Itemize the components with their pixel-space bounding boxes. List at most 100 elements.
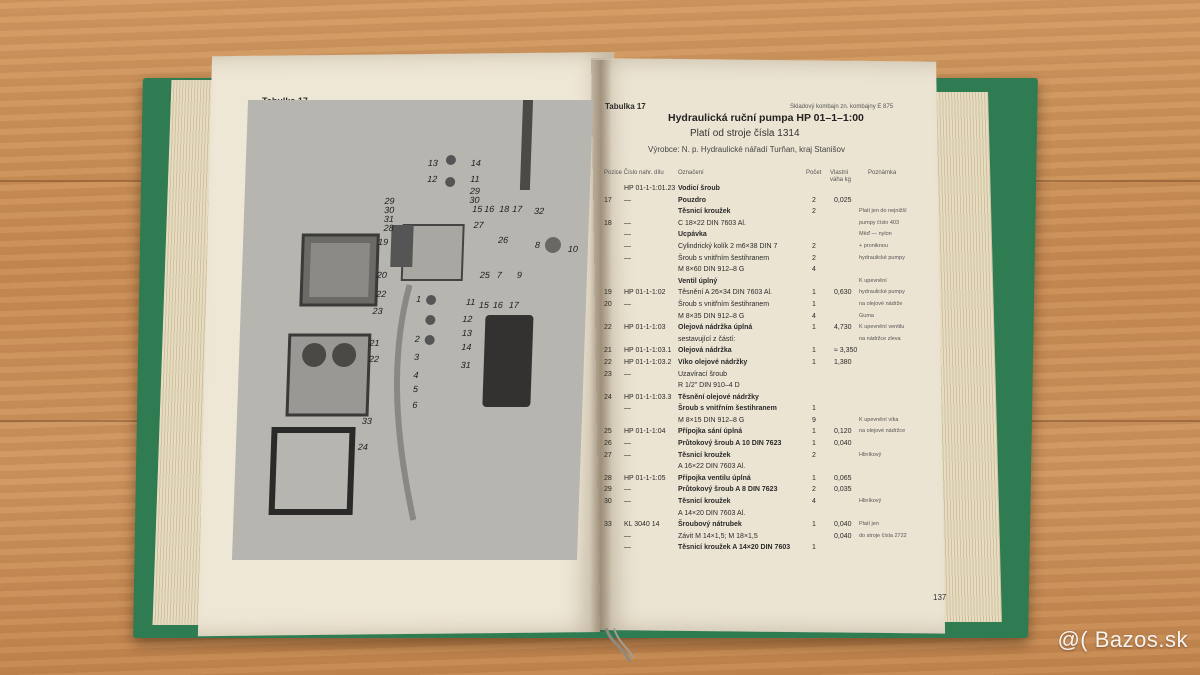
cell-code: — [624,498,631,506]
callout: 13 [428,158,438,168]
cell-code: — [624,370,631,378]
callout: 26 [497,235,508,245]
cell-w: 0,120 [834,428,852,436]
header-designation: Označení [678,170,704,176]
cell-note: Hliníkový [859,451,882,458]
cell-name: A 16×22 DIN 7603 Al. [678,463,746,471]
cell-name: Olejová nádržka [678,347,732,355]
callout: 23 [371,306,382,316]
cell-code: — [624,300,631,308]
cell-name: Těsnění A 26×34 DIN 7603 Al. [678,289,772,297]
cell-name: Šroub s vnitřním šestihranem [678,254,770,262]
cell-note: Měď — nylon [859,231,892,238]
cell-n: 22 [604,324,612,332]
cell-n: 33 [604,521,612,529]
cell-code: — [624,486,631,494]
cell-qty: 9 [812,416,816,424]
callout: 29 [469,186,480,196]
callout: 6 [412,400,417,410]
cell-name: Olejová nádržka úplná [678,324,753,332]
cell-note: + proniknou [859,242,888,249]
part-tank-hole [332,343,357,367]
cell-name: Šroubový nátrubek [678,521,742,529]
table-row: sestavující z částí: na nádržce zleva [604,336,944,348]
cell-n: 20 [604,300,612,308]
part-oil-tank [285,333,372,417]
table-row: — Šroub s vnitřním šestihranem 2 hydraulick… [604,255,944,267]
cell-name: M 8×15 DIN 912–8 G [678,416,745,424]
cell-code: HP 01-1-1:03.3 [624,393,672,401]
cell-qty: 1 [812,347,816,355]
callout: 15 [472,204,483,214]
callout: 3 [414,352,419,362]
table-row: A 16×22 DIN 7603 Al. [604,463,944,475]
part-lever [519,100,534,190]
callout: 15 [479,300,490,310]
cell-w: 4,730 [834,324,852,332]
callout: 10 [568,244,578,254]
cell-qty: 2 [812,242,816,250]
callout: 14 [461,342,471,352]
right-table-label: Tabulka 17 [605,102,646,111]
cell-name: R 1/2" DIN 910–4 D [678,382,740,390]
cell-qty: 1 [812,440,816,448]
callout: 12 [427,174,437,184]
cell-name: Uzavírací šroub [678,370,728,378]
cell-code: — [624,440,631,448]
cell-note: K upevnění ventilu [859,324,905,331]
cell-qty: 1 [812,324,816,332]
callout: 30 [469,195,479,205]
cell-w: 0,040 [834,440,852,448]
cell-name: Těsnicí kroužek [678,208,731,216]
cell-w: 0,630 [834,289,852,297]
callout: 13 [462,328,472,338]
cell-code: HP 01-1-1:03.2 [624,358,672,366]
cell-name: Těsnění olejové nádržky [678,393,759,401]
header-quantity: Počet [806,170,822,176]
cell-qty: 2 [812,451,816,459]
cell-name: sestavující z částí: [678,335,736,343]
site-watermark: @( Bazos.sk [1057,627,1188,652]
header-note: Poznámka [868,170,897,176]
cell-code: KL 3040 14 [624,521,660,529]
callout: 11 [470,174,480,184]
cell-n: 19 [604,289,612,297]
book-gutter [590,60,612,632]
cell-note: hydraulické pumpy [859,254,905,261]
cell-note: Platí jen [859,521,879,528]
cell-qty: 1 [812,300,816,308]
cell-name: Přípojka sání úplná [678,428,743,436]
callout: 2 [414,334,420,344]
page-title: Hydraulická ruční pumpa HP 01–1–1:00 [668,112,864,124]
callout: 16 [493,300,503,310]
cell-code: HP 01-1-1:03.1 [624,347,672,355]
cell-w: 1,380 [834,358,852,366]
cell-note: na nádržce zleva [859,335,901,342]
cell-code: — [624,219,631,227]
cell-note: na olejové nádržce [859,428,906,435]
part-hose [393,284,417,521]
part-gasket [268,427,356,515]
cell-qty: 1 [812,405,816,413]
cell-qty: 4 [812,498,816,506]
cell-name: Průtokový šroub A 8 DIN 7623 [678,486,778,494]
part-tank-hole [302,343,327,367]
cell-note: do stroje čísla 2722 [859,532,907,539]
cell-qty: 2 [812,254,816,262]
cell-code: — [624,254,631,262]
part-screw [426,295,437,305]
callout: 21 [368,338,379,348]
cell-name: Těsnicí kroužek [678,451,731,459]
page-subtitle: Platí od stroje čísla 1314 [690,128,800,139]
cell-code: HP 01-1-1:04 [624,428,666,436]
